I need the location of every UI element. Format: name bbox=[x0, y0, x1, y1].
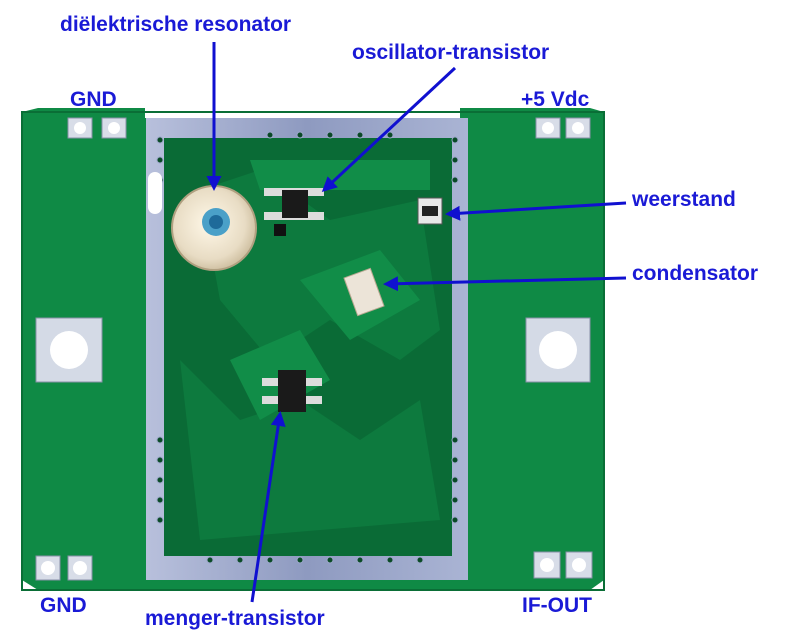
label-capacitor: condensator bbox=[632, 262, 759, 285]
annotation-arrows bbox=[206, 42, 627, 603]
board-slot bbox=[148, 172, 162, 214]
arrow-resistor bbox=[445, 201, 627, 221]
mounting-holes bbox=[35, 317, 591, 383]
label-mixer-transistor: menger-transistor bbox=[145, 607, 325, 630]
label-gnd-bottom: GND bbox=[40, 594, 87, 617]
arrow-oscillator-transistor bbox=[321, 66, 457, 193]
label-if-out: IF-OUT bbox=[522, 594, 592, 617]
label-vdc: +5 Vdc bbox=[521, 88, 590, 111]
label-oscillator-transistor: oscillator-transistor bbox=[352, 41, 550, 64]
resistor-component bbox=[417, 197, 443, 225]
mixer-transistor bbox=[262, 370, 322, 412]
capacitor-component bbox=[343, 267, 385, 317]
label-resistor: weerstand bbox=[632, 188, 736, 211]
label-gnd-top: GND bbox=[70, 88, 117, 111]
shield-vias bbox=[156, 131, 459, 564]
metal-shield bbox=[146, 118, 468, 580]
arrow-mixer-transistor bbox=[250, 411, 286, 603]
oscillator-transistor bbox=[264, 188, 324, 236]
connector-pads bbox=[35, 117, 593, 581]
label-dielectric-resonator: diëlektrische resonator bbox=[60, 13, 292, 36]
arrow-capacitor bbox=[383, 276, 627, 292]
dielectric-resonator bbox=[171, 185, 257, 271]
